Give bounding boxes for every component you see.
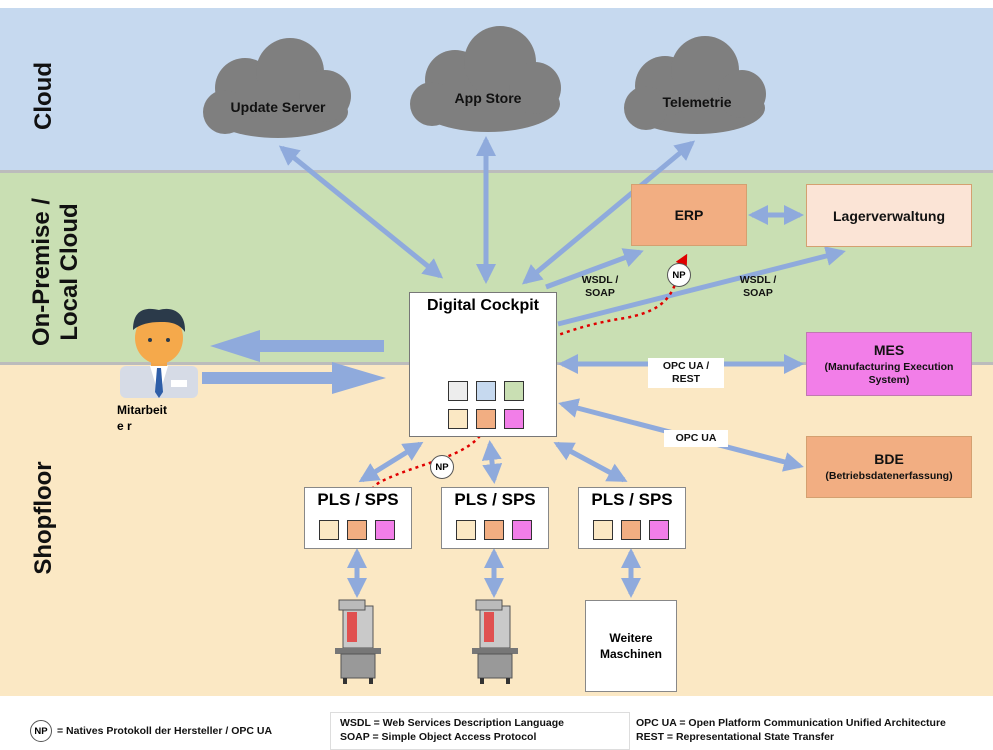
np-badge: NP — [667, 263, 691, 287]
plc-box: PLS / SPS — [578, 487, 686, 549]
other-machines-label: Weitere Maschinen — [599, 631, 662, 661]
legend-rest: REST = Representational State Transfer — [636, 731, 835, 743]
cloud-update-server: Update Server — [230, 99, 326, 115]
legend-soap: SOAP = Simple Object Access Protocol — [340, 731, 537, 743]
mes-box: MES (Manufacturing Execution System) — [806, 332, 972, 396]
employee-icon — [120, 308, 198, 398]
module-square — [649, 520, 669, 540]
module-square — [456, 520, 476, 540]
module-square — [484, 520, 504, 540]
plc-title: PLS / SPS — [454, 490, 536, 509]
top-strip — [0, 0, 993, 8]
lagerverwaltung-label: Lagerverwaltung — [832, 207, 946, 224]
lagerverwaltung-box: Lagerverwaltung — [806, 184, 972, 247]
label-wsdl-soap-lager: WSDL / SOAP — [739, 274, 777, 299]
bde-title: BDE — [874, 451, 904, 467]
label-wsdl-soap-erp: WSDL / SOAP — [581, 274, 619, 299]
cockpit-title: Digital Cockpit — [426, 297, 539, 314]
module-square — [347, 520, 367, 540]
cloud-telemetrie: Telemetrie — [662, 94, 732, 110]
module-square — [375, 520, 395, 540]
module-square — [319, 520, 339, 540]
mes-title: MES — [873, 341, 905, 358]
np-badge: NP — [430, 455, 454, 479]
digital-cockpit: Digital Cockpit — [409, 292, 557, 437]
label-opc-bde: OPC UA — [664, 430, 728, 447]
np-legend-badge: NP — [30, 720, 52, 742]
cloud-shape-telemetrie — [624, 36, 766, 134]
cloud-app-store: App Store — [454, 90, 522, 106]
erp-label: ERP — [674, 207, 704, 223]
legend-opcua: OPC UA = Open Platform Communication Uni… — [636, 717, 946, 729]
module-square — [448, 409, 468, 429]
plc-title: PLS / SPS — [317, 490, 399, 509]
module-square — [512, 520, 532, 540]
mes-subtitle: (Manufacturing Execution System) — [824, 360, 954, 386]
module-square — [621, 520, 641, 540]
zone-divider — [0, 170, 993, 173]
plc-title: PLS / SPS — [591, 490, 673, 509]
module-square — [504, 409, 524, 429]
cloud-shape-app-store — [410, 26, 561, 132]
module-square — [476, 409, 496, 429]
employee-label: Mitarbeite r — [117, 403, 168, 433]
arrow-to-employee — [210, 330, 384, 362]
module-square — [504, 381, 524, 401]
bde-box: BDE (Betriebsdatenerfassung) — [806, 436, 972, 498]
legend-wsdl: WSDL = Web Services Description Language — [340, 717, 564, 729]
module-square — [476, 381, 496, 401]
machine-icon — [335, 599, 381, 684]
machine-icon — [472, 599, 518, 684]
bde-subtitle: (Betriebsdatenerfassung) — [825, 470, 953, 482]
legend — [0, 704, 993, 750]
plc-box: PLS / SPS — [304, 487, 412, 549]
cloud-shape-update-server — [203, 38, 351, 138]
arrow-from-employee — [202, 362, 386, 394]
legend-np-text: = Natives Protokoll der Hersteller / OPC… — [57, 725, 273, 737]
other-machines-box: Weitere Maschinen — [585, 600, 677, 692]
module-square — [448, 381, 468, 401]
label-opc-rest: OPC UA / REST — [648, 358, 724, 388]
module-square — [593, 520, 613, 540]
plc-box: PLS / SPS — [441, 487, 549, 549]
erp-box: ERP — [631, 184, 747, 246]
